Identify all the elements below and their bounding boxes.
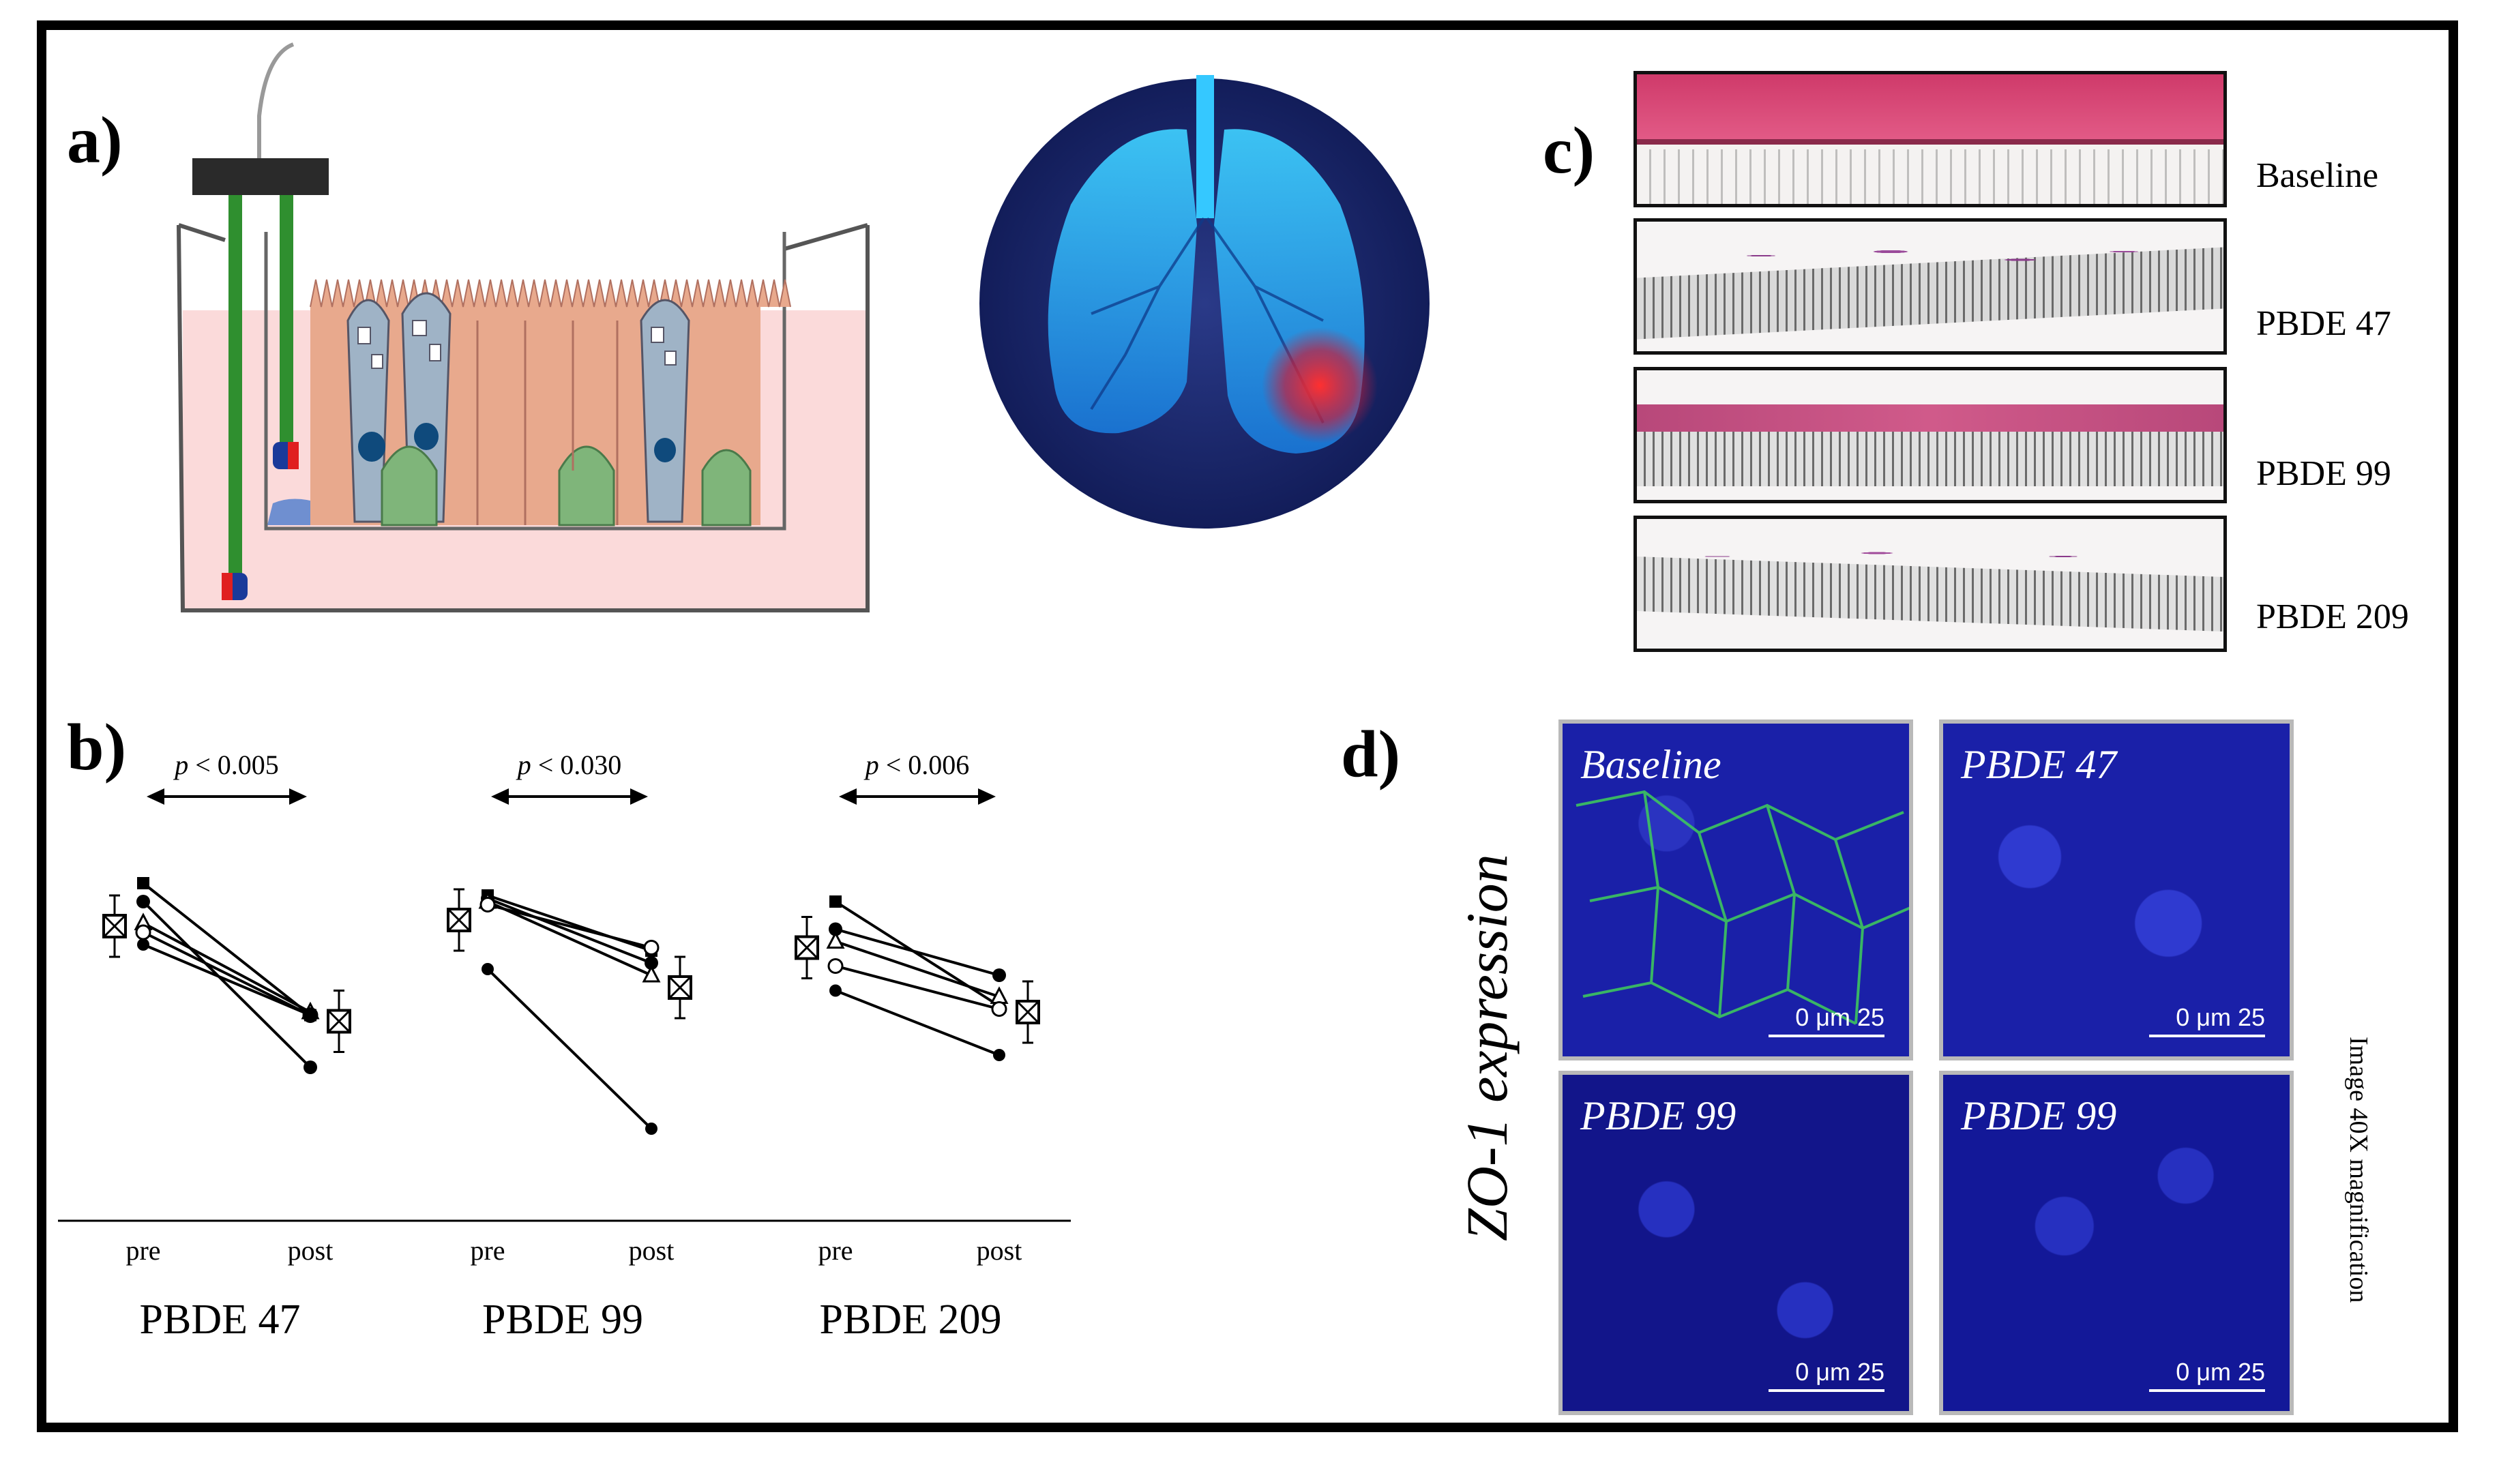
group-2-pair-line-1 bbox=[835, 928, 1000, 977]
group-2-pre-point-2 bbox=[826, 931, 845, 949]
confocal-title-baseline: Baseline bbox=[1580, 742, 1721, 787]
group-1-post-summary-x2 bbox=[668, 975, 692, 1000]
group-1-p-symbol: p bbox=[517, 750, 531, 780]
group-1-post-point-1 bbox=[645, 956, 658, 970]
group-0-pair-line-1 bbox=[142, 900, 312, 1069]
transwell-diagram bbox=[177, 42, 870, 612]
group-2-pair-line-4 bbox=[835, 989, 1000, 1056]
group-2-p-symbol: p bbox=[865, 750, 879, 780]
scale-bar: 0 μm 25 bbox=[1769, 1003, 1884, 1037]
group-0-p-symbol: p bbox=[175, 750, 189, 780]
group-1-p-arrowhead-left bbox=[491, 788, 509, 805]
magnification-label: Image 40X magnification bbox=[2344, 1037, 2373, 1303]
group-1-pair-line-4 bbox=[486, 968, 653, 1130]
group-0-p-value: p < 0.005 bbox=[175, 749, 279, 781]
group-0-xtick-pre: pre bbox=[125, 1235, 161, 1266]
group-0-name: PBDE 47 bbox=[139, 1296, 301, 1343]
group-2-p-text: < 0.006 bbox=[878, 750, 970, 780]
histology-label-pbde47: PBDE 47 bbox=[2256, 304, 2391, 343]
group-2-p-value: p < 0.006 bbox=[866, 749, 970, 781]
group-1-post-point-4 bbox=[645, 1123, 657, 1135]
lung-illustration bbox=[979, 75, 1430, 529]
group-2-pre-point-1 bbox=[829, 922, 842, 936]
group-0-pair-line-0 bbox=[142, 882, 312, 1017]
scale-bar: 0 μm 25 bbox=[1769, 1358, 1884, 1392]
group-2-pre-point-3 bbox=[827, 958, 844, 974]
group-0-pre-point-4 bbox=[137, 938, 149, 951]
group-2-pre-summary-x2 bbox=[795, 936, 819, 960]
group-2-pair-line-2 bbox=[835, 940, 1000, 998]
group-0-post-point-1 bbox=[304, 1060, 317, 1074]
tight-junction-network bbox=[1576, 790, 1909, 1025]
group-0-pair-line-3 bbox=[143, 931, 311, 1017]
group-1-pre-point-4 bbox=[482, 963, 494, 975]
group-2-post-summary-x2 bbox=[1016, 1000, 1040, 1024]
group-2-pair-line-0 bbox=[834, 900, 1001, 1007]
group-2-post-point-1 bbox=[992, 968, 1006, 982]
group-1-p-text: < 0.030 bbox=[531, 750, 622, 780]
scale-bar: 0 μm 25 bbox=[2149, 1358, 2265, 1392]
group-0-pre-summary-x2 bbox=[102, 914, 127, 938]
group-1-p-value: p < 0.030 bbox=[518, 749, 622, 781]
panel-label-a: a) bbox=[67, 104, 123, 177]
group-0-pre-point-0 bbox=[137, 877, 149, 889]
group-2-p-arrowhead-left bbox=[839, 788, 857, 805]
confocal-tile-pbde99-b: PBDE 99 0 μm 25 bbox=[1939, 1071, 2294, 1415]
group-0-p-text: < 0.005 bbox=[188, 750, 279, 780]
group-2-pre-point-0 bbox=[829, 895, 842, 908]
group-1-pre-summary-x2 bbox=[447, 908, 471, 932]
panel-label-c: c) bbox=[1543, 114, 1595, 188]
confocal-title-pbde99-b: PBDE 99 bbox=[1961, 1093, 2117, 1138]
histology-label-pbde99: PBDE 99 bbox=[2256, 454, 2391, 493]
group-2-pre-point-4 bbox=[829, 984, 842, 997]
group-0-p-arrowhead-right bbox=[289, 788, 307, 805]
group-1-xtick-pre: pre bbox=[470, 1235, 505, 1266]
group-0-pre-point-1 bbox=[136, 895, 150, 908]
group-0-pair-line-4 bbox=[143, 943, 311, 1017]
group-0-p-arrowhead-left bbox=[147, 788, 164, 805]
scale-bar: 0 μm 25 bbox=[2149, 1003, 2265, 1037]
histology-pbde99 bbox=[1633, 367, 2227, 503]
group-1-name: PBDE 99 bbox=[482, 1296, 643, 1343]
confocal-title-pbde99-a: PBDE 99 bbox=[1580, 1093, 1736, 1138]
group-2-post-point-3 bbox=[991, 1001, 1007, 1017]
group-2-pair-line-3 bbox=[835, 964, 1000, 1011]
confocal-tile-baseline: Baseline 0 μm 25 bbox=[1558, 719, 1913, 1060]
histology-label-baseline: Baseline bbox=[2256, 156, 2379, 195]
group-1-pair-line-1 bbox=[487, 897, 652, 964]
histology-pbde209 bbox=[1633, 516, 2227, 652]
group-1-post-point-3 bbox=[643, 940, 660, 955]
group-0-post-summary-x2 bbox=[327, 1009, 351, 1033]
group-2-xtick-pre: pre bbox=[818, 1235, 853, 1266]
group-0-pre-point-3 bbox=[135, 924, 151, 940]
zo1-expression-label: ZO-1 expression bbox=[1454, 854, 1520, 1241]
panel-label-d: d) bbox=[1341, 717, 1401, 791]
group-1-p-arrowhead-right bbox=[630, 788, 648, 805]
histology-pbde47 bbox=[1633, 218, 2227, 355]
group-1-pair-line-3 bbox=[487, 903, 652, 949]
group-2-post-point-4 bbox=[993, 1049, 1005, 1061]
confocal-tile-pbde47: PBDE 47 0 μm 25 bbox=[1939, 719, 2294, 1060]
group-0-pair-line-2 bbox=[143, 921, 311, 1013]
group-1-pre-point-3 bbox=[479, 897, 496, 912]
group-2-p-arrowhead-right bbox=[978, 788, 996, 805]
group-2-name: PBDE 209 bbox=[819, 1296, 1002, 1343]
group-1-post-point-2 bbox=[642, 964, 661, 983]
histology-label-pbde209: PBDE 209 bbox=[2256, 597, 2409, 636]
confocal-tile-pbde99-a: PBDE 99 0 μm 25 bbox=[1558, 1071, 1913, 1415]
group-1-xtick-post: post bbox=[628, 1235, 675, 1266]
confocal-title-pbde47: PBDE 47 bbox=[1961, 742, 2117, 787]
group-2-xtick-post: post bbox=[976, 1235, 1022, 1266]
histology-baseline bbox=[1633, 71, 2227, 207]
group-0-post-point-4 bbox=[304, 1009, 316, 1022]
panel-label-b: b) bbox=[67, 711, 127, 784]
group-0-xtick-post: post bbox=[287, 1235, 334, 1266]
group-1-pair-line-2 bbox=[487, 900, 652, 977]
